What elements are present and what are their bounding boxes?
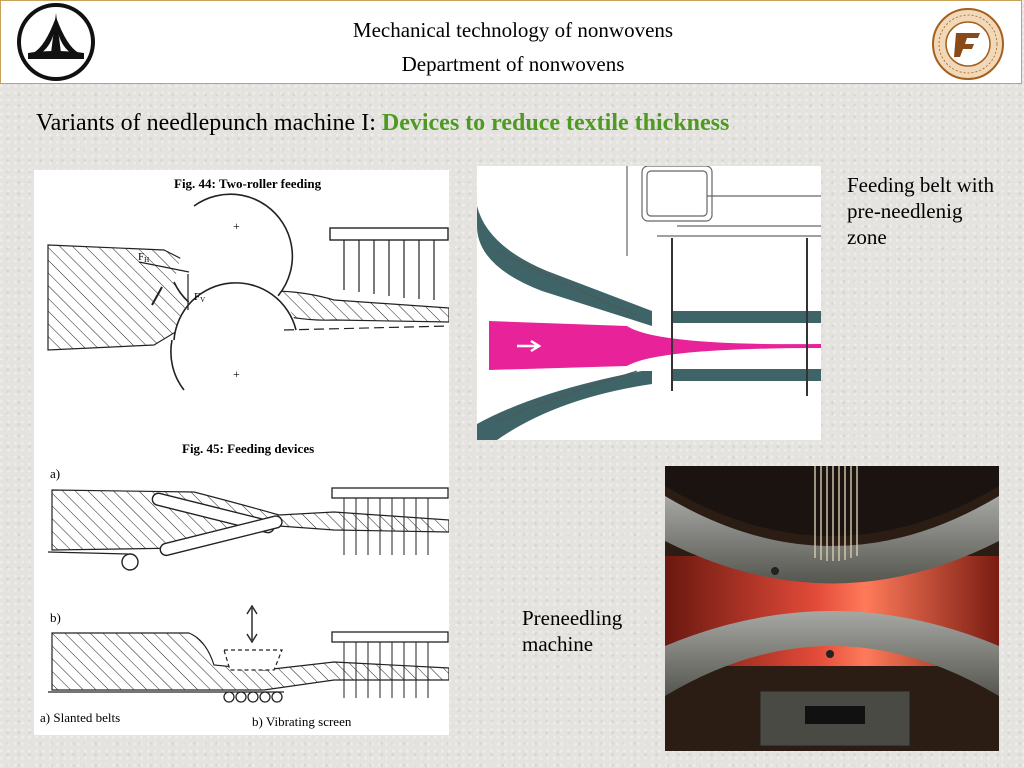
label-a: a) xyxy=(50,466,60,481)
upper-stripper-plate xyxy=(672,311,821,323)
subtitle-prefix: Variants of needlepunch machine I: xyxy=(36,110,382,136)
fiber-web-b xyxy=(51,632,450,691)
fiber-web-magenta xyxy=(489,321,821,370)
needles-b xyxy=(343,642,429,698)
lower-roller xyxy=(173,282,297,341)
faculty-seal-logo xyxy=(932,8,1004,80)
fig45-title: Fig. 45: Feeding devices xyxy=(182,441,314,456)
label-b: b) xyxy=(50,610,61,625)
lower-belt xyxy=(477,371,652,440)
feeding-diagrams-svg: Fig. 44: Two-roller feeding + + FH FV Fi… xyxy=(40,176,450,729)
belt-roller-a xyxy=(121,553,139,571)
needles-cross-section xyxy=(671,238,808,396)
label-fv: FV xyxy=(194,291,205,304)
transport-rollers-b xyxy=(223,691,283,703)
needles-fig44 xyxy=(343,240,435,300)
needle-board-fig44 xyxy=(329,227,449,241)
needle-bundle-photo xyxy=(814,466,858,561)
needle-board-b xyxy=(331,631,449,643)
fig44-title: Fig. 44: Two-roller feeding xyxy=(174,176,322,191)
fh-arrow xyxy=(138,261,190,273)
caption-preneedling: Preneedling machine xyxy=(522,606,623,656)
caption-vibrating-screen: b) Vibrating screen xyxy=(252,714,352,729)
caption-slanted-belts: a) Slanted belts xyxy=(40,710,120,725)
lower-bed-plate xyxy=(672,369,821,381)
machine-frame xyxy=(626,165,821,256)
header-title-line1: Mechanical technology of nonwovens xyxy=(352,18,674,42)
lower-roller-center: + xyxy=(233,367,240,381)
slide-subtitle: Variants of needlepunch machine I: Devic… xyxy=(36,110,729,137)
upper-roller-center: + xyxy=(233,219,240,233)
upper-curved-plate xyxy=(665,496,999,584)
vibrating-screen xyxy=(223,649,283,671)
needle-board-a xyxy=(331,487,449,499)
feeding-belt-cross-section xyxy=(477,165,821,440)
preneedling-machine-photo xyxy=(665,466,999,751)
header-title-line2: Department of nonwovens xyxy=(401,52,625,76)
caption-feeding-belt: Feeding belt with pre-needlenig zone xyxy=(847,173,994,249)
feeding-diagrams-figure: Fig. 44: Two-roller feeding + + FH FV Fi… xyxy=(34,170,450,735)
lower-curved-plate xyxy=(665,611,999,696)
lower-slanted-belt xyxy=(159,515,283,557)
slide-header: Mechanical technology of nonwovens Depar… xyxy=(0,0,1022,84)
upper-belt xyxy=(477,206,652,326)
university-logo-left xyxy=(17,3,95,81)
cross-section-svg xyxy=(477,165,821,440)
feed-direction-arrow xyxy=(517,339,542,353)
subtitle-highlight: Devices to reduce textile thickness xyxy=(381,110,730,136)
needles-a xyxy=(343,498,429,555)
resultant-arrow xyxy=(151,286,163,306)
label-fh: FH xyxy=(138,251,149,264)
preneedling-photo-svg xyxy=(665,466,999,751)
